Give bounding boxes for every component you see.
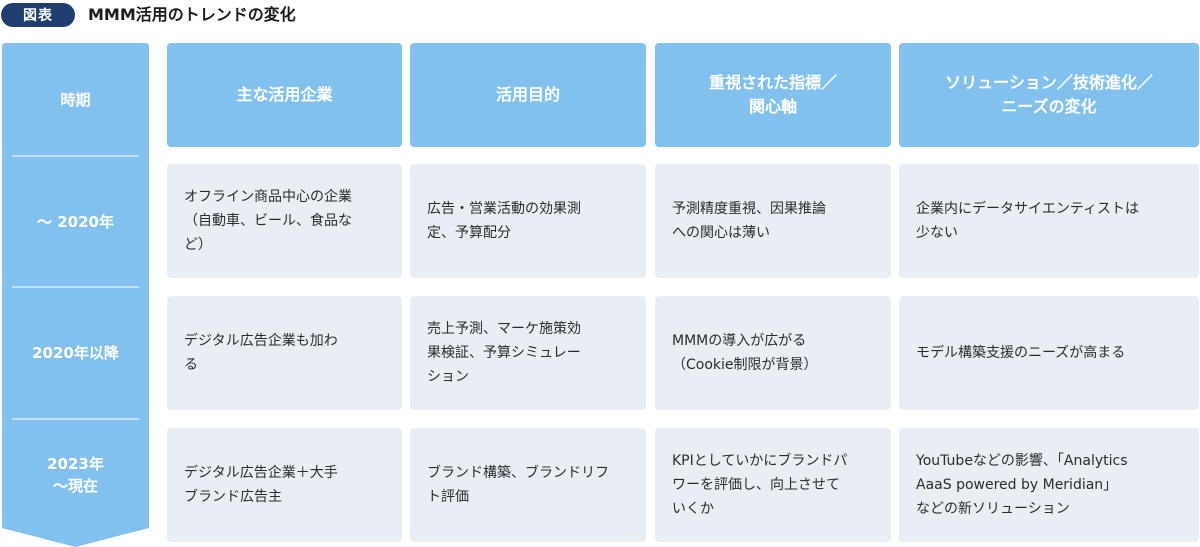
period-header: 時期 [60, 90, 91, 109]
period-column: 時期 ～ 2020年 2020年以降 2023年 ～現在 [2, 43, 149, 547]
table-cell: YouTubeなどの影響、「Analytics AaaS powered by … [899, 428, 1199, 542]
header-metrics: 重視された指標／ 関心軸 [655, 43, 891, 147]
figure-title: MMM活用のトレンドの変化 [88, 5, 296, 24]
header-purpose: 活用目的 [410, 43, 646, 147]
table-cell: 予測精度重視、因果推論 への関心は薄い [655, 164, 891, 278]
table-cell: 企業内にデータサイエンティストは 少ない [899, 164, 1199, 278]
table-cell: モデル構築支援のニーズが高まる [899, 296, 1199, 410]
table-cell: 売上予測、マーケ施策効 果検証、予算シミュレー ション [410, 296, 646, 410]
table-cell: デジタル広告企業＋大手 ブランド広告主 [167, 428, 402, 542]
period-row-3: 2023年 ～現在 [47, 455, 104, 495]
period-arrow-shape [2, 43, 149, 547]
table-cell: ブランド構築、ブランドリフ ト評価 [410, 428, 646, 542]
period-row-2: 2020年以降 [32, 344, 119, 362]
table-cell: MMMの導入が広がる （Cookie制限が背景） [655, 296, 891, 410]
period-row-1: ～ 2020年 [37, 212, 114, 231]
table-cell: 広告・営業活動の効果測 定、予算配分 [410, 164, 646, 278]
table-cell: デジタル広告企業も加わ る [167, 296, 402, 410]
header-main-companies: 主な活用企業 [167, 43, 402, 147]
table-cell: KPIとしていかにブランドパ ワーを評価し、向上させて いくか [655, 428, 891, 542]
figure-badge: 図表 [1, 3, 75, 27]
header-solutions: ソリューション／技術進化／ ニーズの変化 [899, 43, 1199, 147]
table-cell: オフライン商品中心の企業 （自動車、ビール、食品な ど） [167, 164, 402, 278]
